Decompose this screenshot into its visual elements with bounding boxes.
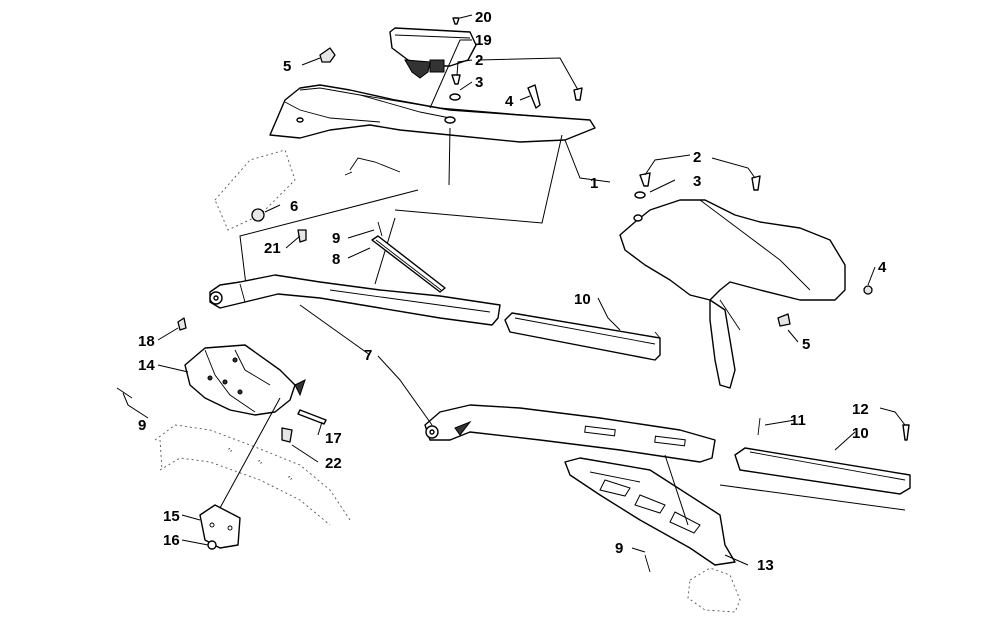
frame-rail-lower (424, 404, 716, 463)
callout-3: 3 (475, 74, 483, 91)
callout-7: 7 (364, 347, 372, 364)
callout-14: 14 (138, 357, 155, 374)
callout-11: 11 (790, 412, 806, 429)
callout-5: 5 (283, 58, 291, 75)
callout-3-right: 3 (693, 173, 701, 190)
callout-9-left: 9 (138, 417, 146, 434)
callout-4-right: 4 (878, 259, 887, 276)
callout-labels: 20 19 5 2 3 4 1 2 3 6 9 21 8 10 4 5 18 1… (138, 9, 887, 574)
chassis-outline-left (154, 424, 351, 526)
step-bracket (564, 457, 906, 613)
callout-5-right: 5 (802, 336, 810, 353)
callout-21: 21 (264, 240, 281, 257)
callout-2: 2 (475, 52, 483, 69)
callout-19: 19 (475, 32, 492, 49)
callout-1: 1 (590, 175, 598, 192)
leader-lines (122, 14, 906, 566)
callout-10-lower: 10 (852, 425, 869, 442)
callout-9: 9 (332, 230, 340, 247)
rail-extension-upper (504, 312, 661, 361)
console-cover-left (214, 84, 596, 231)
storage-pouch (389, 27, 477, 79)
mounting-bracket (184, 344, 306, 416)
plate (199, 504, 241, 549)
callout-22: 22 (325, 455, 342, 472)
rail-extension-lower (734, 447, 911, 495)
callout-8: 8 (332, 251, 340, 268)
callout-9-lower: 9 (615, 540, 623, 557)
nut (207, 540, 217, 550)
console-cover-right (619, 199, 846, 389)
callout-16: 16 (163, 532, 180, 549)
callout-10: 10 (574, 291, 591, 308)
callout-4: 4 (505, 93, 514, 110)
callout-12: 12 (852, 401, 869, 418)
hardware (116, 17, 910, 573)
callout-2-right: 2 (693, 149, 701, 166)
callout-18: 18 (138, 333, 155, 350)
frame-rail-upper (209, 274, 501, 326)
explode-lines-top (239, 127, 563, 286)
strap (371, 235, 446, 293)
callout-20: 20 (475, 9, 492, 26)
callout-13: 13 (757, 557, 774, 574)
callout-17: 17 (325, 430, 342, 447)
callout-15: 15 (163, 508, 180, 525)
callout-6: 6 (290, 198, 298, 215)
